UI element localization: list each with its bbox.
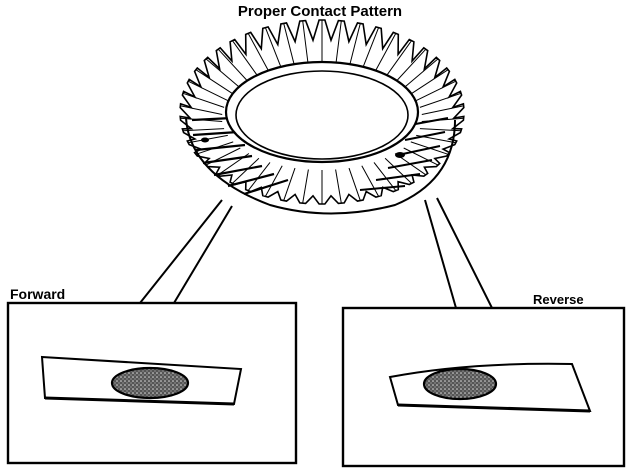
gear-contact-marks: [201, 137, 405, 158]
gear-tooth-line: [247, 162, 271, 191]
gear-tooth-line: [302, 169, 309, 204]
gear-tooth-line: [182, 92, 225, 108]
reverse-panel: [341, 306, 626, 468]
gear-tooth-line: [283, 23, 296, 69]
reverse-callout: [341, 197, 626, 468]
gear-tooth-line: [384, 157, 412, 184]
forward-panel: [6, 301, 298, 465]
gear-tooth-line: [373, 162, 397, 191]
gear-shading-right: [359, 117, 449, 191]
gear-tooth-line: [232, 157, 260, 184]
gear-tooth-line: [264, 27, 283, 71]
reverse-leader-left: [343, 199, 458, 309]
gear-tooth-line: [348, 23, 361, 69]
gear-tooth-line: [283, 167, 296, 201]
gear-tooth-line: [373, 33, 397, 74]
gear-tooth-line: [187, 80, 229, 102]
gear-tooth-line: [335, 20, 342, 67]
reverse-leader-right: [436, 197, 624, 309]
gear-tooth-line: [247, 33, 271, 74]
gear-tooth-line: [403, 147, 439, 166]
gear-tooth-line: [205, 58, 241, 89]
gear-tooth-line: [361, 165, 380, 197]
gear-tooth-line: [335, 169, 342, 204]
forward-callout: [6, 199, 298, 465]
gear-tooth-line: [419, 92, 462, 108]
gear-tooth-line: [415, 80, 457, 102]
diagram-title: Proper Contact Pattern: [237, 3, 403, 20]
gear-tooth-line: [421, 105, 464, 115]
reverse-contact-patch: [422, 367, 498, 401]
ring-gear-icon: [179, 19, 465, 215]
gear-tooth-line: [361, 27, 380, 71]
gear-tooth-line: [348, 167, 361, 201]
gear-tooth-line: [410, 69, 449, 95]
gear-tooth-line: [195, 69, 234, 95]
gear-tooth-line: [180, 105, 223, 115]
gear-tooth-line: [302, 20, 309, 67]
gear-tooth-line: [384, 40, 413, 78]
gear-tooth-line: [182, 128, 225, 132]
gear-outer-rim: [185, 117, 456, 215]
forward-contact-patch: [110, 366, 190, 400]
reverse-contact-pattern-icon: [388, 362, 592, 413]
gear-tooth-line: [217, 48, 250, 83]
forward-contact-pattern-icon: [40, 355, 243, 406]
gear-bore-inner: [235, 70, 409, 160]
gear-tooth-line: [394, 48, 427, 83]
gear-tooth-line: [264, 165, 283, 197]
reverse-label: Reverse: [533, 292, 584, 307]
gear-tooth-line: [403, 58, 439, 89]
forward-leader-right: [172, 205, 296, 304]
gear-tooth-line: [231, 40, 260, 78]
forward-label: Forward: [10, 286, 66, 302]
gear-shading-left: [191, 116, 289, 196]
